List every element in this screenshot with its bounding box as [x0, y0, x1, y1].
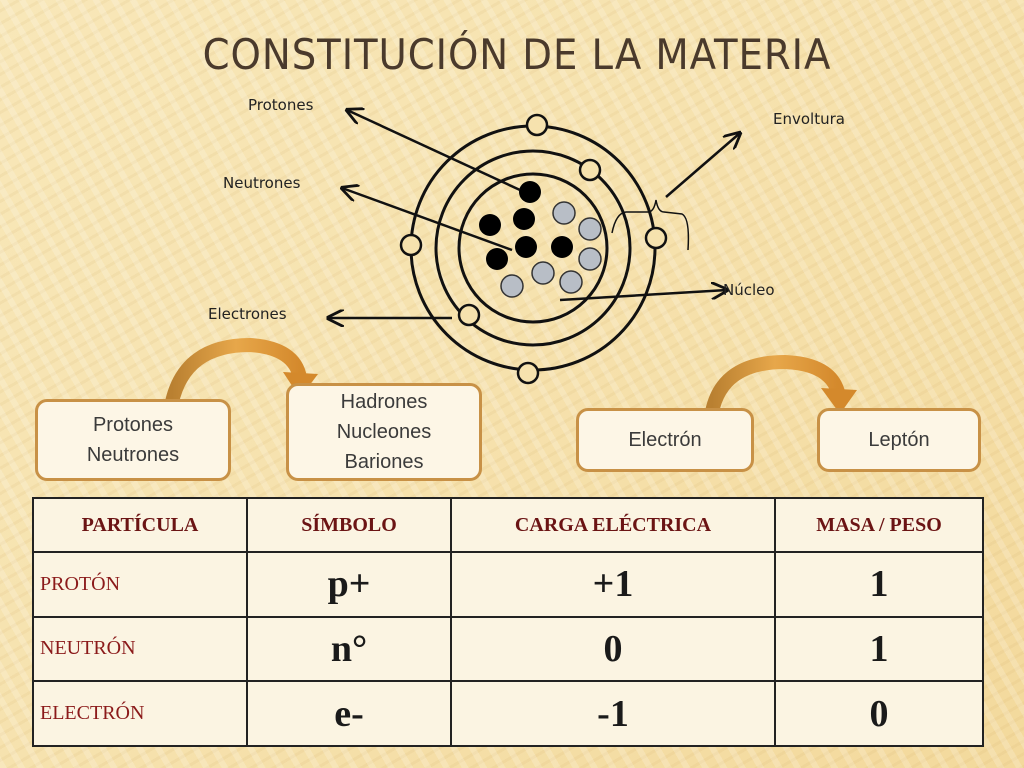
box-electron: Electrón — [576, 408, 754, 472]
arrow-protones — [347, 110, 521, 192]
cell-particula: NEUTRÓN — [32, 615, 248, 683]
cell-masa: 0 — [774, 680, 984, 747]
box-line: Nucleones — [336, 421, 432, 443]
protons — [479, 181, 573, 270]
table-row: NEUTRÓN n° 0 1 — [32, 615, 984, 683]
proton — [486, 248, 508, 270]
label-nucleo: Núcleo — [723, 281, 775, 299]
electron — [644, 226, 668, 250]
header-masa: MASA / PESO — [774, 497, 984, 553]
header-carga: CARGA ELÉCTRICA — [450, 497, 776, 553]
cell-carga: -1 — [450, 680, 776, 747]
proton — [479, 214, 501, 236]
cell-simbolo: n° — [246, 615, 452, 683]
cell-particula: PROTÓN — [32, 551, 248, 618]
proton — [513, 208, 535, 230]
arrow-nucleo — [559, 290, 727, 302]
envelope-bracket — [611, 199, 690, 251]
arrow-envoltura — [665, 133, 740, 198]
box-line: Leptón — [868, 429, 930, 451]
neutron — [559, 270, 583, 294]
proton — [551, 236, 573, 258]
nucleus — [479, 181, 602, 298]
neutron — [531, 261, 555, 285]
cell-particula: ELECTRÓN — [32, 680, 248, 747]
box-line: Bariones — [344, 451, 424, 473]
electron — [525, 113, 549, 137]
table-header-row: PARTÍCULA SÍMBOLO CARGA ELÉCTRICA MASA /… — [32, 497, 984, 553]
neutron — [578, 247, 602, 271]
cell-carga: +1 — [450, 551, 776, 618]
label-electrones: Electrones — [208, 305, 287, 323]
electron — [516, 361, 540, 385]
box-line: Neutrones — [86, 444, 180, 466]
box-line: Electrón — [628, 429, 702, 451]
box-line: Hadrones — [340, 391, 428, 413]
orbit-middle — [434, 149, 632, 347]
electron — [457, 303, 481, 327]
box-hadrones: Hadrones Nucleones Bariones — [286, 383, 482, 481]
page-title: CONSTITUCIÓN DE LA MATERIA — [202, 30, 832, 79]
proton — [519, 181, 541, 203]
label-protones: Protones — [248, 96, 314, 114]
box-lepton: Leptón — [817, 408, 981, 472]
label-neutrones: Neutrones — [223, 174, 301, 192]
electron — [399, 233, 423, 257]
electron — [578, 158, 602, 182]
atom-diagram — [0, 0, 1024, 385]
particle-table: PARTÍCULA SÍMBOLO CARGA ELÉCTRICA MASA /… — [32, 497, 984, 747]
arrow-neutrones — [342, 188, 513, 252]
box-line: Protones — [92, 414, 174, 436]
table-row: PROTÓN p+ +1 1 — [32, 551, 984, 618]
table-row: ELECTRÓN e- -1 0 — [32, 680, 984, 747]
proton — [515, 236, 537, 258]
cell-carga: 0 — [450, 615, 776, 683]
cell-simbolo: p+ — [246, 551, 452, 618]
neutrons — [500, 201, 602, 298]
electrons — [399, 113, 668, 385]
cell-masa: 1 — [774, 551, 984, 618]
header-simbolo: SÍMBOLO — [246, 497, 452, 553]
neutron — [500, 274, 524, 298]
header-particula: PARTÍCULA — [32, 497, 248, 553]
neutron — [578, 217, 602, 241]
cell-masa: 1 — [774, 615, 984, 683]
box-protones-neutrones: Protones Neutrones — [35, 399, 231, 481]
neutron — [552, 201, 576, 225]
orbit-inner — [457, 172, 609, 324]
cell-simbolo: e- — [246, 680, 452, 747]
label-envoltura: Envoltura — [773, 110, 845, 128]
